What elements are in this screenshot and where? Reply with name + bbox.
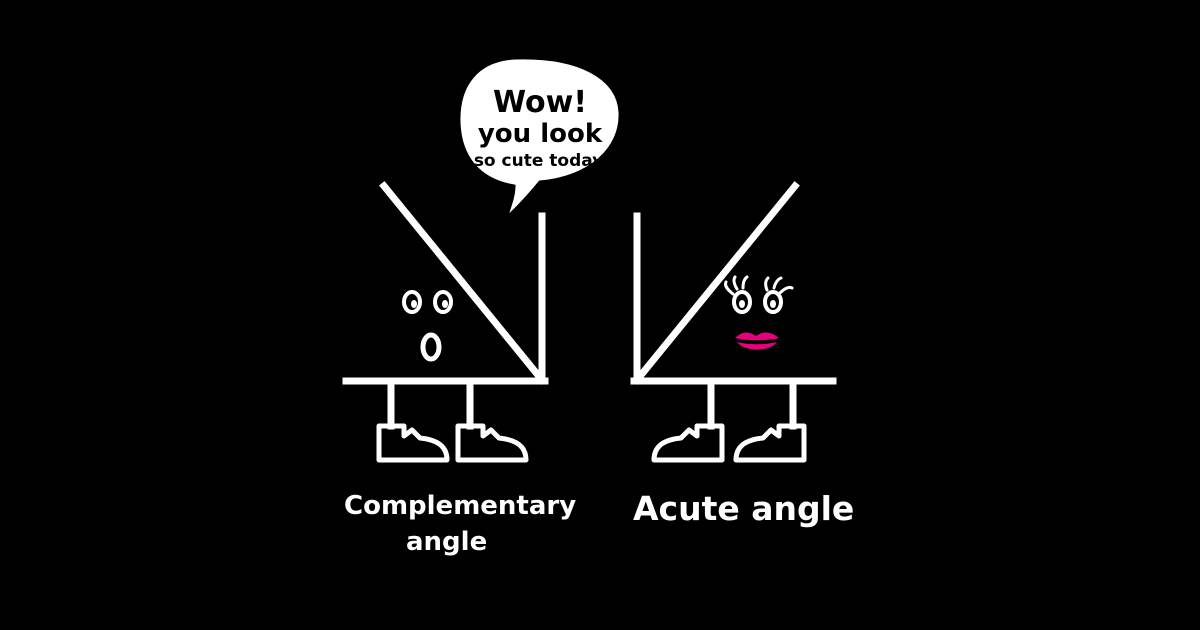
right-shoe-1 <box>651 423 725 463</box>
right-eyes <box>724 275 794 314</box>
right-lips <box>735 332 779 350</box>
right-angle-diagonal <box>632 181 800 385</box>
speech-line-2: you look <box>478 119 603 149</box>
left-mouth <box>420 332 442 362</box>
left-eyes <box>402 290 453 314</box>
right-caption: Acute angle <box>633 489 854 528</box>
left-caption-line-1: Complementary <box>344 491 576 521</box>
left-shoe-1 <box>376 423 450 463</box>
speech-bubble: Wow! you look so cute today. <box>457 56 622 223</box>
right-shoe-2 <box>733 423 807 463</box>
complementary-angle-character: Complementary angle <box>342 181 576 557</box>
speech-line-1: Wow! <box>493 85 587 120</box>
speech-line-3: so cute today. <box>474 151 608 171</box>
left-shoe-2 <box>455 423 529 463</box>
speech-bubble-outline <box>457 56 622 223</box>
left-caption-line-2: angle <box>406 527 487 557</box>
left-angle-diagonal <box>379 181 547 385</box>
acute-angle-character: Acute angle <box>630 181 854 528</box>
